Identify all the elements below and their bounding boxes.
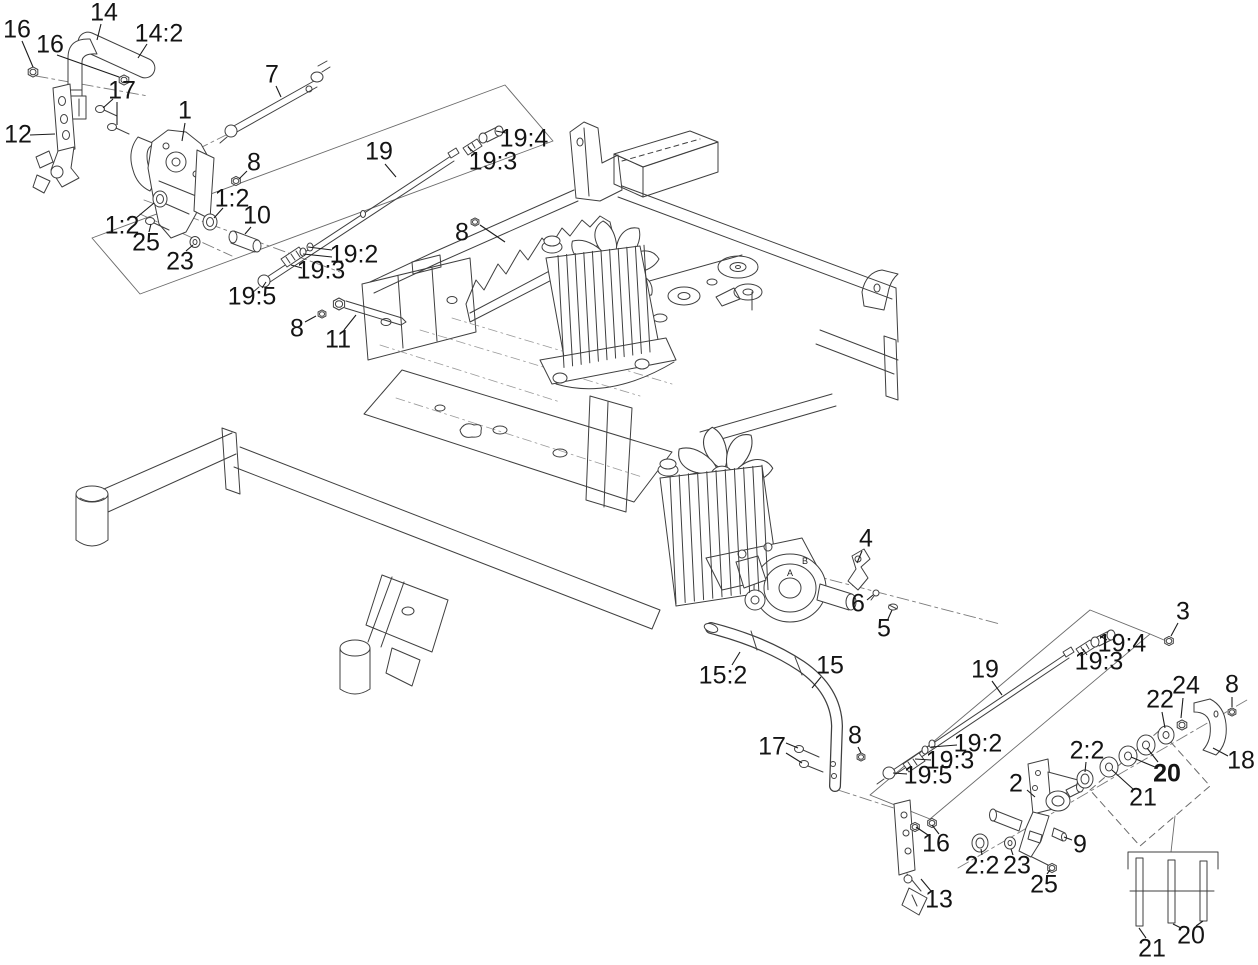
- leader-line: [914, 758, 932, 761]
- leader-line: [304, 315, 317, 323]
- leader-line: [1195, 920, 1204, 927]
- leader-line: [213, 207, 224, 219]
- leader-line: [915, 826, 929, 836]
- leader-line: [785, 742, 799, 749]
- port-markings: AB: [787, 556, 808, 578]
- callout-leader-lines: [21, 23, 1233, 939]
- leader-line: [1082, 648, 1088, 656]
- leader-line: [1063, 836, 1073, 841]
- leader-line: [1010, 848, 1014, 856]
- leader-line: [892, 772, 908, 775]
- leader-line: [1099, 635, 1108, 641]
- leader-line: [185, 244, 194, 252]
- leader-line: [887, 609, 893, 620]
- leader-line: [29, 133, 56, 136]
- leader-line: [135, 202, 155, 219]
- leader-line: [96, 23, 102, 41]
- leader-line: [980, 848, 983, 856]
- leader-line: [1172, 923, 1182, 929]
- leader-line: [21, 40, 34, 68]
- leader-line: [1130, 756, 1156, 768]
- leader-line: [238, 170, 248, 180]
- leader-line: [467, 146, 478, 156]
- leader-line: [56, 54, 120, 78]
- right-control-lever-group: [703, 622, 928, 916]
- leader-line: [307, 246, 333, 251]
- leader-line: [495, 130, 507, 134]
- leader-line: [290, 264, 303, 269]
- hex-hardware: [27, 66, 1237, 874]
- leader-line: [920, 878, 932, 892]
- part-marking-B: B: [802, 556, 808, 566]
- leader-line: [991, 680, 1003, 696]
- hydro-pump-lower: [657, 458, 857, 623]
- leader-line: [1026, 789, 1036, 798]
- leader-line: [1084, 761, 1087, 773]
- leader-line: [785, 752, 803, 764]
- leader-line: [181, 122, 186, 142]
- leader-line: [931, 824, 940, 835]
- leader-line: [343, 314, 357, 331]
- exploded-parts: [32, 31, 1227, 927]
- leader-line: [302, 253, 333, 258]
- control-rod-upper: [251, 125, 504, 294]
- control-rod-lower: [876, 629, 1116, 785]
- leader-line: [384, 163, 397, 178]
- leader-line: [137, 43, 148, 59]
- leader-line: [731, 651, 741, 666]
- leader-line: [479, 224, 506, 243]
- leader-line: [102, 98, 114, 109]
- leader-line: [856, 550, 863, 564]
- leader-line: [1046, 869, 1051, 875]
- leader-line: [1212, 747, 1229, 757]
- pivot-bracket-group: [847, 548, 1227, 866]
- leader-line: [261, 281, 267, 289]
- assembly-boundary-boxes: [35, 75, 1248, 869]
- mower-frame: [75, 121, 899, 695]
- leader-line: [857, 746, 862, 754]
- leader-line: [811, 676, 822, 689]
- leader-line: [930, 744, 958, 748]
- pump-cooling-fins: [557, 244, 769, 605]
- leader-line: [1161, 711, 1166, 729]
- leader-line: [1170, 622, 1179, 637]
- leader-line: [244, 226, 252, 235]
- leader-line: [1111, 769, 1134, 790]
- washer-stack-detail: [1127, 851, 1219, 927]
- leader-line: [1180, 697, 1184, 719]
- leader-line: [866, 594, 874, 601]
- leader-line: [275, 85, 282, 98]
- leader-line: [1146, 747, 1159, 763]
- part-marking-A: A: [787, 568, 793, 578]
- leader-line: [1138, 927, 1147, 939]
- left-control-lever-group: [32, 31, 407, 326]
- leader-line: [148, 223, 152, 233]
